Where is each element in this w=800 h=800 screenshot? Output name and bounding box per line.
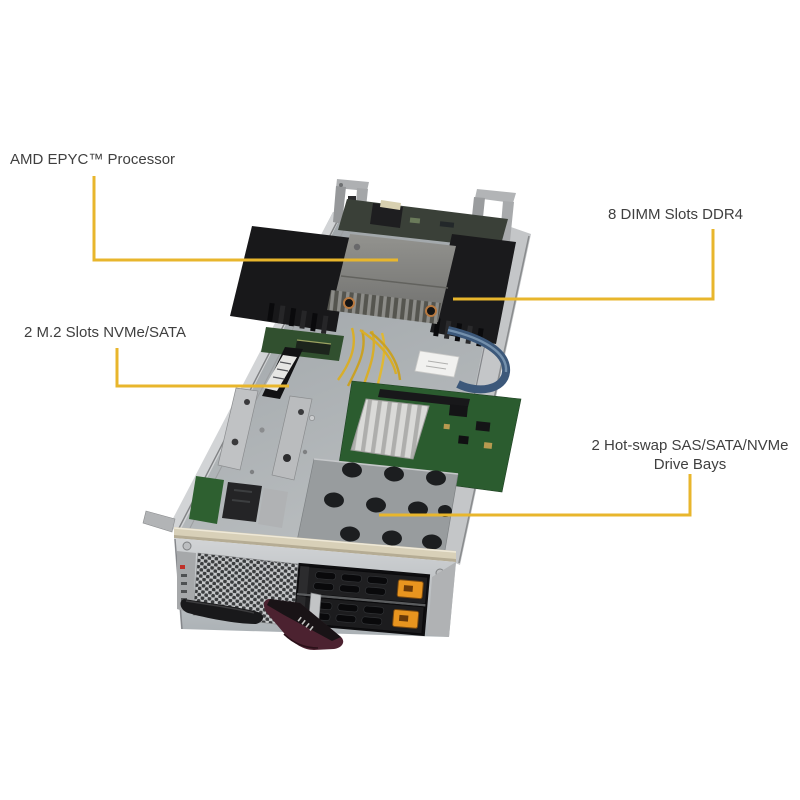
callout-line-processor <box>92 176 398 262</box>
callout-label-processor: AMD EPYC™ Processor <box>10 151 176 168</box>
dimm-bank-left <box>230 226 352 334</box>
front-left-pcb <box>189 476 288 528</box>
callout-line-dimm <box>453 229 715 301</box>
cpu-heatsink <box>327 234 456 324</box>
cables <box>337 326 511 471</box>
callout-lines <box>92 176 715 517</box>
m2-slots <box>217 327 344 481</box>
callout-label-dimm: 8 DIMM Slots DDR4 <box>608 206 744 223</box>
controller-card <box>337 380 522 493</box>
callout-line-m2 <box>115 348 289 388</box>
drive-bay-trays <box>293 562 431 637</box>
drive-cage <box>296 458 459 557</box>
grab-handle <box>180 599 264 624</box>
callout-label-m2: 2 M.2 Slots NVMe/SATA <box>24 324 186 341</box>
callout-line-drive-bays <box>379 474 692 517</box>
callout-label-drive-bays: 2 Hot-swap SAS/SATA/NVMe Drive Bays <box>591 437 789 473</box>
release-lever <box>263 599 344 650</box>
